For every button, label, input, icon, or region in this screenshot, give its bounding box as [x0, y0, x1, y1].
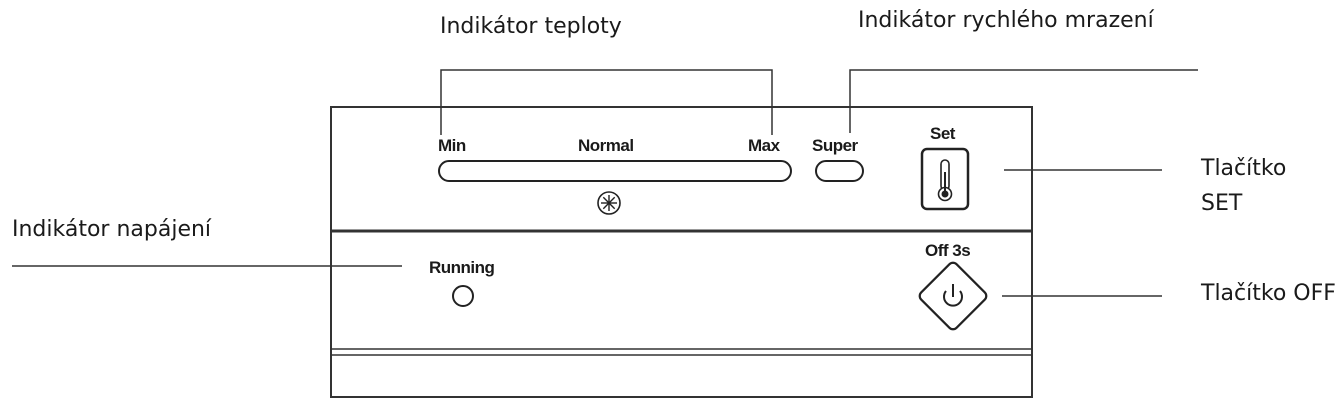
off-label: Off 3s [925, 241, 971, 260]
temperature-bracket [440, 69, 773, 135]
power-icon [943, 284, 963, 307]
temperature-bar [438, 160, 792, 182]
super-label: Super [812, 136, 858, 155]
power-indicator-callout: Indikátor napájení [12, 217, 212, 242]
control-panel [330, 106, 1033, 398]
temperature-indicator-callout: Indikátor teploty [440, 14, 622, 39]
thermometer-icon [937, 159, 953, 202]
running-indicator-light [452, 285, 474, 307]
running-label: Running [429, 258, 495, 277]
set-button[interactable] [920, 147, 970, 211]
snowflake-icon [597, 191, 621, 215]
set-label: Set [930, 124, 955, 143]
normal-label: Normal [578, 136, 634, 155]
super-indicator-light [815, 160, 864, 182]
set-button-callout-line2: SET [1201, 191, 1243, 216]
super-freeze-indicator-callout: Indikátor rychlého mrazení [858, 8, 1154, 33]
min-label: Min [438, 136, 466, 155]
super-leader-line [849, 69, 1198, 133]
off-button-callout: Tlačítko OFF [1201, 281, 1336, 306]
set-button-callout-line1: Tlačítko [1201, 156, 1287, 181]
off-button[interactable] [918, 261, 989, 332]
max-label: Max [748, 136, 780, 155]
